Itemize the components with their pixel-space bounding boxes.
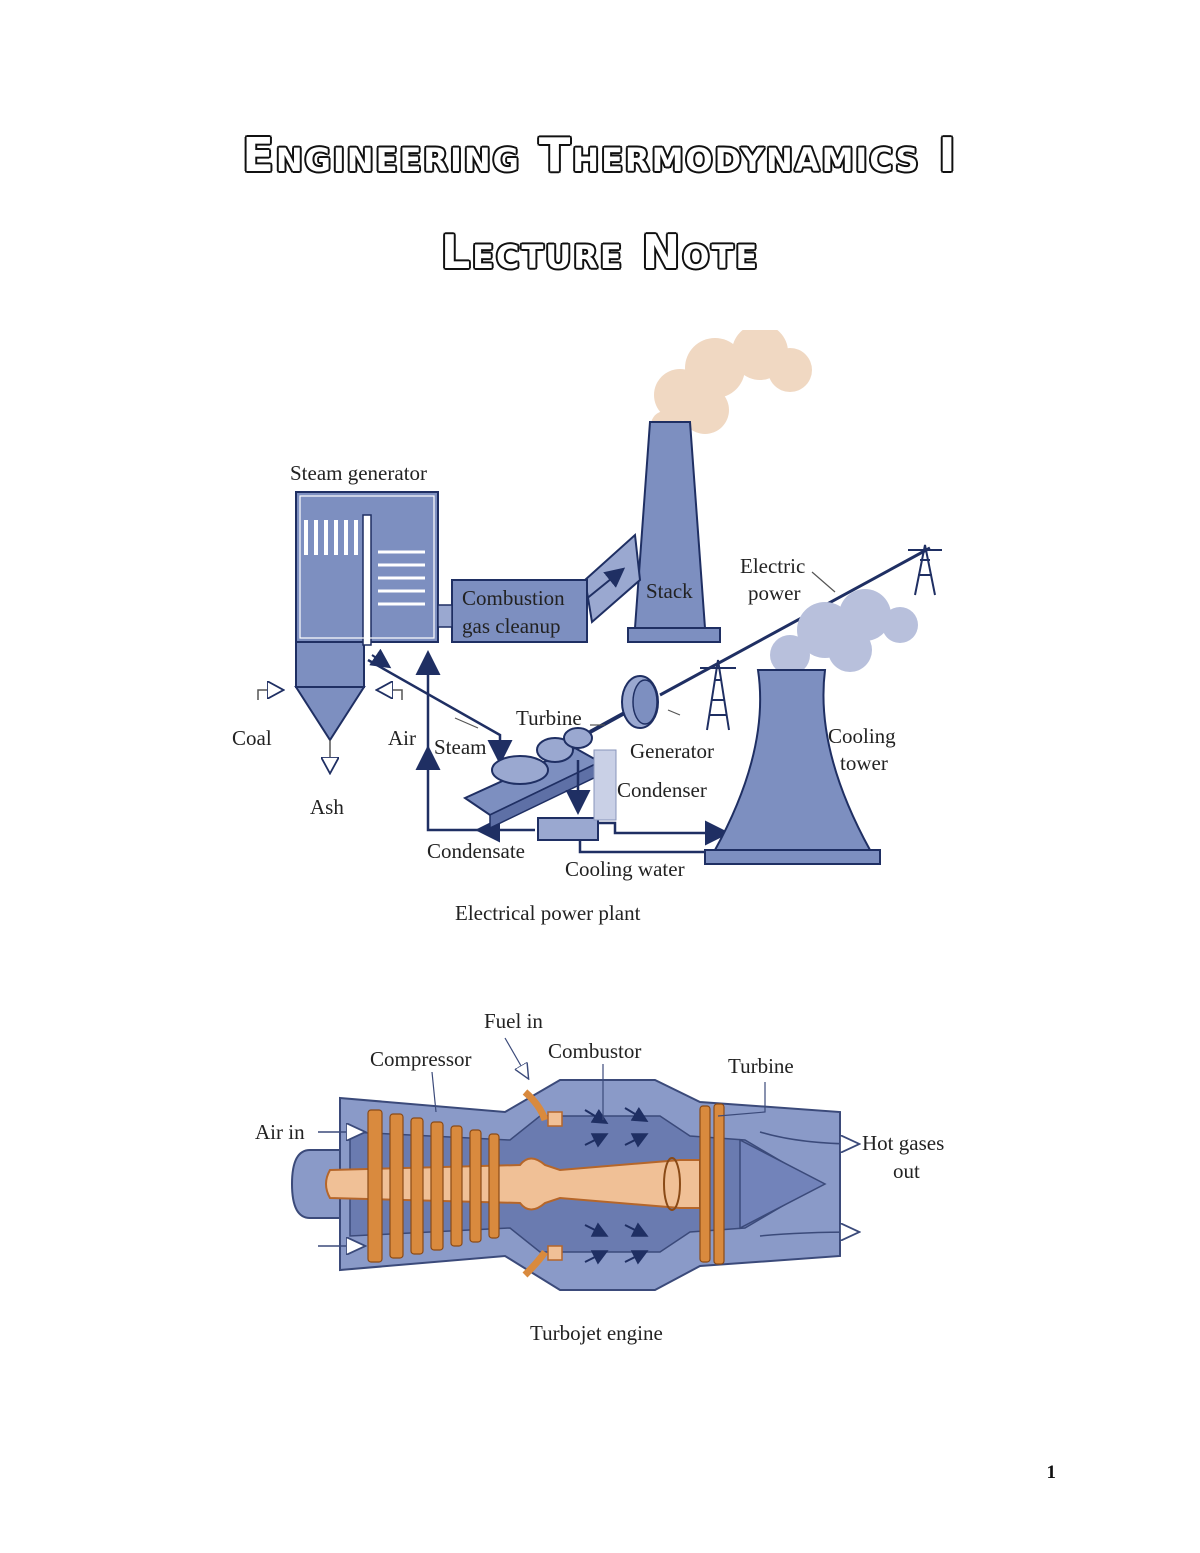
turbine-rotor (699, 1103, 725, 1265)
fuel-injector-bottom (522, 1245, 563, 1278)
label-turbine-jet: Turbine (728, 1054, 794, 1078)
label-fuel-in: Fuel in (484, 1009, 543, 1033)
label-air: Air (388, 726, 416, 750)
turbojet-diagram: Fuel in Compressor Combustor Turbine Air… (255, 1009, 944, 1345)
cooling-tower-vapor (770, 589, 918, 675)
fuel-injector-top (522, 1089, 563, 1127)
nose-cone (290, 1149, 341, 1219)
label-generator: Generator (630, 739, 714, 763)
label-stack: Stack (646, 579, 693, 603)
label-condenser: Condenser (617, 778, 707, 802)
label-condensate: Condensate (427, 839, 525, 863)
label-combustor: Combustor (548, 1039, 641, 1063)
document-title-line1: Engineering Thermodynamics I (242, 128, 958, 182)
compressor-rotor (367, 1109, 500, 1263)
caption-turbojet: Turbojet engine (530, 1321, 663, 1345)
label-coal: Coal (232, 726, 272, 750)
page-number: 1 (1046, 1462, 1057, 1483)
power-plant-diagram: Steam generator Combustion gas cleanup S… (232, 330, 942, 925)
label-combustion: Combustion (462, 586, 565, 610)
label-cooling: Cooling (828, 724, 896, 748)
steam-generator (294, 491, 439, 742)
exhaust-cone (739, 1138, 827, 1230)
condenser (537, 749, 617, 841)
caption-power-plant: Electrical power plant (455, 901, 641, 925)
label-power: power (748, 581, 800, 605)
label-hot-gases: Hot gases (862, 1131, 944, 1155)
label-out: out (893, 1159, 920, 1183)
label-steam-generator: Steam generator (290, 461, 427, 485)
label-turbine: Turbine (516, 706, 582, 730)
document-title-line2: Lecture Note (440, 225, 760, 279)
label-electric: Electric (740, 554, 805, 578)
stack-smoke (651, 330, 812, 439)
transmission-tower-near (700, 659, 736, 731)
generator (621, 546, 931, 729)
label-gas-cleanup: gas cleanup (462, 614, 561, 638)
label-cooling-water: Cooling water (565, 857, 685, 881)
label-air-in: Air in (255, 1120, 305, 1144)
label-ash: Ash (310, 795, 344, 819)
transmission-tower-far (908, 544, 942, 596)
cooling-tower (704, 669, 881, 865)
label-compressor: Compressor (370, 1047, 472, 1071)
stack (627, 421, 721, 643)
label-steam: Steam (434, 735, 487, 759)
label-tower: tower (840, 751, 888, 775)
